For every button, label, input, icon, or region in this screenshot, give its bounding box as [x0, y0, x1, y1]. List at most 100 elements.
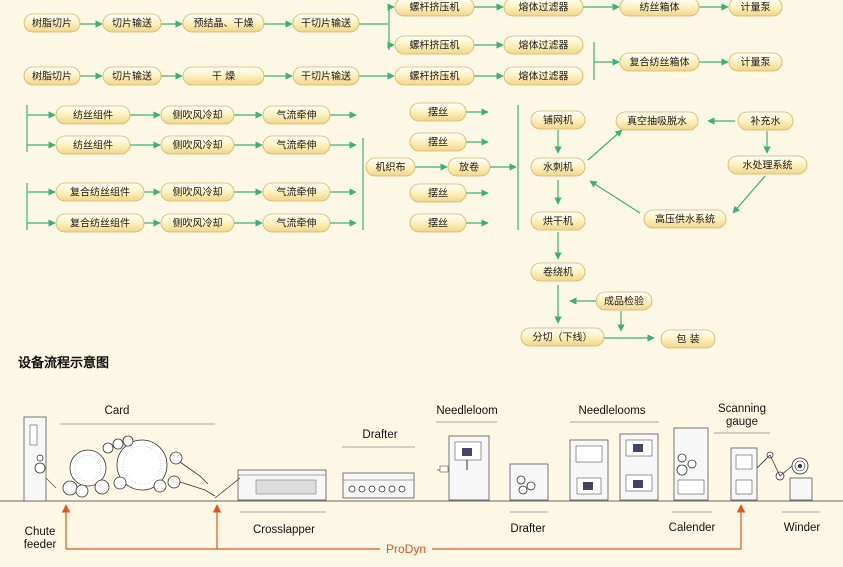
flow-node-pill [409, 132, 467, 152]
flow-node-pill [102, 13, 162, 33]
flow-node-label: 干切片输送 [301, 17, 351, 30]
flow-node: 复合纺丝组件 [55, 182, 145, 202]
flow-node-label: 复合纺丝组件 [70, 217, 130, 230]
flow-node-label: 气流牵伸 [277, 139, 317, 152]
flow-node: 分切（下线） [520, 327, 605, 347]
flow-node-pill [182, 13, 265, 33]
flow-node-pill [530, 262, 586, 282]
flow-node: 水刺机 [530, 157, 586, 177]
flow-node-label: 干 燥 [212, 71, 235, 83]
flow-node-pill [530, 211, 586, 231]
flow-node-label: 预结晶、干燥 [194, 17, 254, 30]
flow-node-label: 切片输送 [112, 70, 152, 83]
flow-node-pill [55, 105, 131, 125]
flow-node-label: 树脂切片 [32, 17, 72, 30]
flow-node-label: 复合纺丝箱体 [630, 56, 690, 69]
flow-node: 计量泵 [728, 0, 783, 17]
flow-node-pill [619, 0, 700, 17]
drafter-bottom-label: Drafter [510, 523, 545, 535]
flow-node: 纺丝组件 [55, 135, 131, 155]
flow-node-pill [595, 291, 653, 311]
crosslapper-label: Crosslapper [253, 524, 315, 536]
needleloom-machine [436, 421, 497, 501]
flow-node-label: 摆丝 [428, 187, 448, 200]
flow-node-pill [409, 183, 467, 203]
calender-label: Calender [669, 522, 716, 534]
flow-node: 高压供水系统 [643, 209, 727, 229]
flow-node: 熔体过滤器 [503, 66, 584, 86]
flow-node-pill [182, 66, 265, 86]
flow-node-pill [262, 182, 331, 202]
flow-node-pill [394, 66, 475, 86]
needlelooms-label: Needlelooms [578, 405, 645, 417]
flow-node-label: 切片输送 [112, 17, 152, 30]
flow-node-label: 水刺机 [543, 161, 573, 174]
section-title: 设备流程示意图 [18, 355, 109, 371]
flow-node-label: 成品检验 [604, 295, 644, 308]
needleloom-label: Needleloom [436, 405, 497, 417]
flow-node: 树脂切片 [23, 13, 81, 33]
flow-node-pill [520, 327, 605, 347]
winder-machine [756, 451, 820, 513]
scanning-gauge-machine [714, 432, 770, 501]
flow-node-label: 侧吹风冷却 [173, 109, 223, 122]
crosslapper-machine [214, 469, 327, 513]
flow-node: 包 装 [660, 329, 716, 349]
flow-node-label: 螺杆挤压机 [410, 1, 460, 14]
flow-node: 纺丝箱体 [619, 0, 700, 17]
flow-node-pill [262, 213, 331, 233]
flow-node-label: 气流牵伸 [277, 186, 317, 199]
flow-node-label: 螺杆挤压机 [410, 70, 460, 83]
flow-node: 螺杆挤压机 [394, 35, 475, 55]
flow-node-pill [394, 0, 475, 17]
flow-node: 成品检验 [595, 291, 653, 311]
flow-node-pill [55, 135, 131, 155]
flow-node-pill [503, 35, 584, 55]
flow-node: 侧吹风冷却 [160, 105, 235, 125]
flow-node: 树脂切片 [23, 66, 81, 86]
flow-node: 预结晶、干燥 [182, 13, 265, 33]
flow-node-pill [660, 329, 716, 349]
flow-node-label: 复合纺丝组件 [70, 186, 130, 199]
flow-node-label: 熔体过滤器 [519, 39, 569, 52]
flow-node-label: 真空抽吸脱水 [627, 115, 687, 128]
flow-node: 干切片输送 [292, 66, 360, 86]
flow-node-label: 摆丝 [428, 217, 448, 230]
flow-node-label: 铺网机 [543, 114, 573, 127]
flow-node: 摆丝 [409, 213, 467, 233]
flow-node-pill [23, 13, 81, 33]
prodyn-label: ProDyn [386, 542, 426, 556]
flow-node-pill [55, 182, 145, 202]
flow-node-label: 干切片输送 [301, 70, 351, 83]
flow-node-pill [447, 157, 491, 177]
winder-label: Winder [784, 522, 821, 534]
flow-node-pill [262, 135, 331, 155]
needlelooms-machine [569, 421, 659, 501]
flow-node-pill [643, 209, 727, 229]
flow-node: 摆丝 [409, 102, 467, 122]
flow-node-pill [409, 102, 467, 122]
flow-node-pill [160, 105, 235, 125]
flow-node: 熔体过滤器 [503, 35, 584, 55]
flow-node-label: 高压供水系统 [655, 213, 715, 226]
flow-node-pill [503, 0, 584, 17]
flow-node: 补充水 [737, 111, 794, 131]
flow-connectors [26, 3, 771, 342]
flow-node: 计量泵 [728, 52, 783, 72]
flow-node-label: 侧吹风冷却 [173, 186, 223, 199]
flow-node: 卷绕机 [530, 262, 586, 282]
flow-node-pill [530, 157, 586, 177]
flow-node: 螺杆挤压机 [394, 0, 475, 17]
flow-node: 螺杆挤压机 [394, 66, 475, 86]
flow-node: 切片输送 [102, 66, 162, 86]
flow-node: 切片输送 [102, 13, 162, 33]
flow-node-pill [160, 135, 235, 155]
flow-node: 真空抽吸脱水 [615, 111, 699, 131]
chute-feeder-machine [23, 416, 57, 502]
machinery-illustration: Card Drafter Needleloom Needlelooms Scan… [0, 403, 843, 556]
flow-node-pill [55, 213, 145, 233]
flow-node-pill [615, 111, 699, 131]
flow-node-pill [737, 111, 794, 131]
